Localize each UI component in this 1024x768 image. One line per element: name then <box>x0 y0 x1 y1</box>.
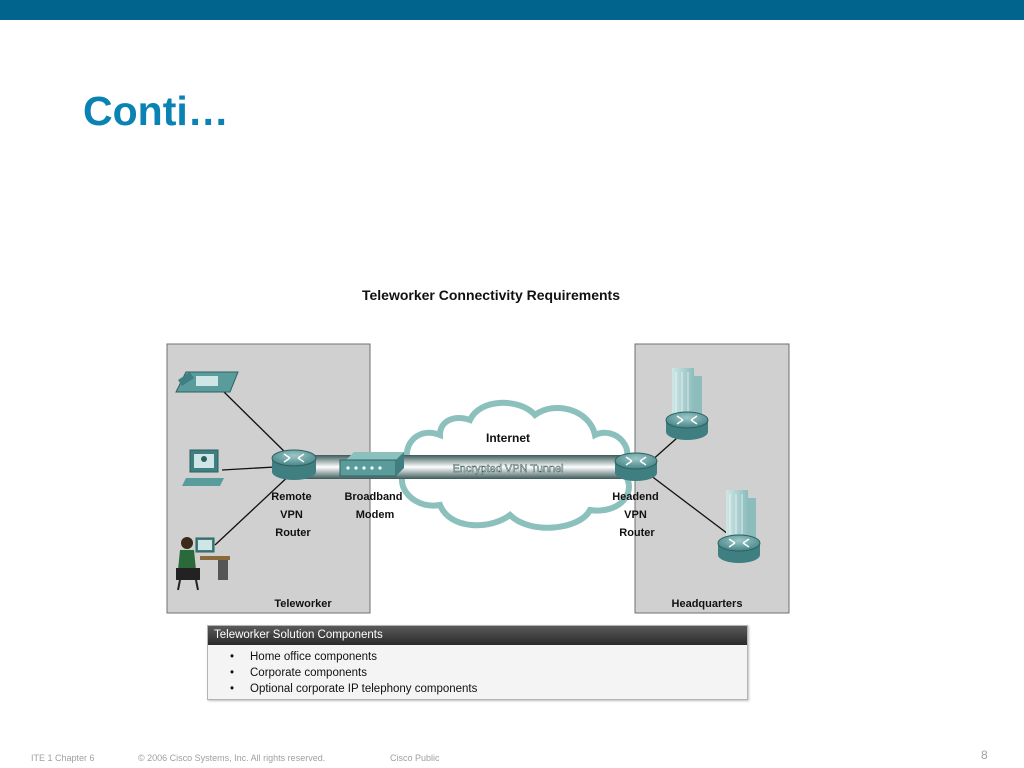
modem-icon <box>339 452 404 477</box>
ip-phone-icon <box>175 371 239 393</box>
teleworker-pc-icon <box>176 537 230 591</box>
cloud-label: Internet <box>486 431 530 445</box>
tunnel-label: Encrypted VPN Tunnel <box>452 463 563 475</box>
modem-label: Broadband Modem <box>344 491 405 521</box>
building-icon <box>672 368 702 418</box>
remote-router-line-2: VPN <box>280 509 303 521</box>
top-accent-bar <box>0 0 1024 20</box>
headend-router-line-1: Headend <box>612 491 658 503</box>
teleworker-panel-label: Teleworker <box>274 598 332 610</box>
components-legend: Teleworker Solution Components Home offi… <box>207 625 748 700</box>
page-number: 8 <box>981 748 988 762</box>
legend-header: Teleworker Solution Components <box>208 626 747 645</box>
remote-router-icon <box>271 449 317 480</box>
headend-router-label: Headend VPN Router <box>612 491 662 539</box>
legend-item: Corporate components <box>230 665 747 681</box>
modem-line-2: Modem <box>356 509 395 521</box>
building-icon <box>726 490 756 538</box>
hq-router-top-icon <box>665 411 709 440</box>
connection-lines <box>214 389 741 546</box>
legend-item: Home office components <box>230 649 747 665</box>
headquarters-panel <box>634 343 790 614</box>
legend-item: Optional corporate IP telephony componen… <box>230 681 747 697</box>
footer-classification: Cisco Public <box>390 753 440 763</box>
slide-title: Conti… <box>83 88 229 134</box>
headend-router-line-2: VPN <box>624 509 647 521</box>
video-phone-icon <box>182 449 224 486</box>
diagram-title: Teleworker Connectivity Requirements <box>362 287 620 303</box>
legend-list: Home office components Corporate compone… <box>208 645 747 697</box>
modem-line-1: Broadband <box>344 491 402 503</box>
hq-router-bottom-icon <box>717 534 761 563</box>
remote-router-line-1: Remote <box>271 491 311 503</box>
remote-router-label: Remote VPN Router <box>271 491 314 539</box>
footer-copyright: © 2006 Cisco Systems, Inc. All rights re… <box>138 753 326 763</box>
remote-router-line-3: Router <box>275 527 311 539</box>
footer-chapter: ITE 1 Chapter 6 <box>31 753 95 763</box>
headend-router-icon <box>614 452 658 481</box>
headend-router-line-3: Router <box>619 527 655 539</box>
headquarters-panel-label: Headquarters <box>672 598 743 610</box>
